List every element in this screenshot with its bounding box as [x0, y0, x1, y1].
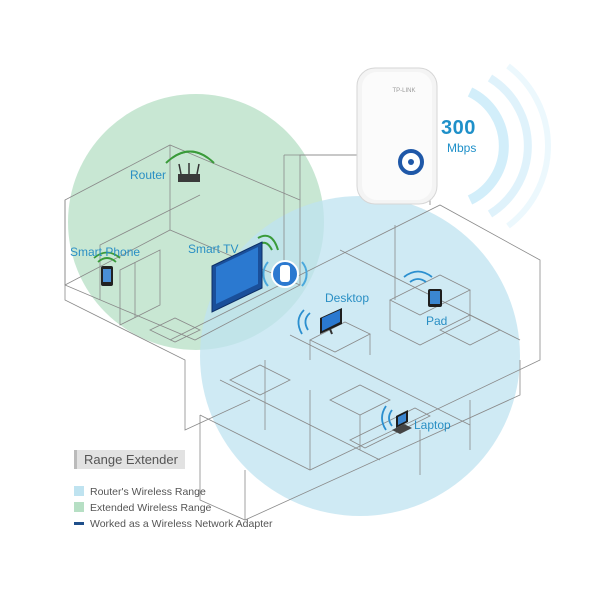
- speed-value: 300: [441, 118, 476, 138]
- legend-text-adapter: Worked as a Wireless Network Adapter: [90, 518, 272, 530]
- range-extender-device: TP-LINK: [357, 68, 437, 204]
- extender-brand-logo: TP-LINK: [392, 88, 415, 94]
- legend-text-extended-range: Extended Wireless Range: [90, 502, 211, 514]
- legend-title: Range Extender: [74, 450, 185, 469]
- smart-phone-label: Smart Phone: [70, 245, 140, 259]
- legend-swatch-extended-range: [74, 502, 84, 512]
- speed-unit: Mbps: [441, 142, 476, 154]
- legend-item-adapter: Worked as a Wireless Network Adapter: [74, 518, 272, 530]
- smart-tv-label: Smart TV: [188, 242, 238, 256]
- laptop-label: Laptop: [414, 418, 451, 432]
- legend-item-router-range: Router's Wireless Range: [74, 486, 206, 498]
- extender-signal-arcs: [470, 66, 548, 226]
- router-label: Router: [130, 168, 166, 182]
- pad-label: Pad: [426, 314, 447, 328]
- legend-item-extended-range: Extended Wireless Range: [74, 502, 211, 514]
- speed-badge: 300 Mbps: [441, 118, 476, 154]
- desktop-label: Desktop: [325, 291, 369, 305]
- legend-swatch-router-range: [74, 486, 84, 496]
- legend-text-router-range: Router's Wireless Range: [90, 486, 206, 498]
- legend-swatch-adapter: [74, 522, 84, 525]
